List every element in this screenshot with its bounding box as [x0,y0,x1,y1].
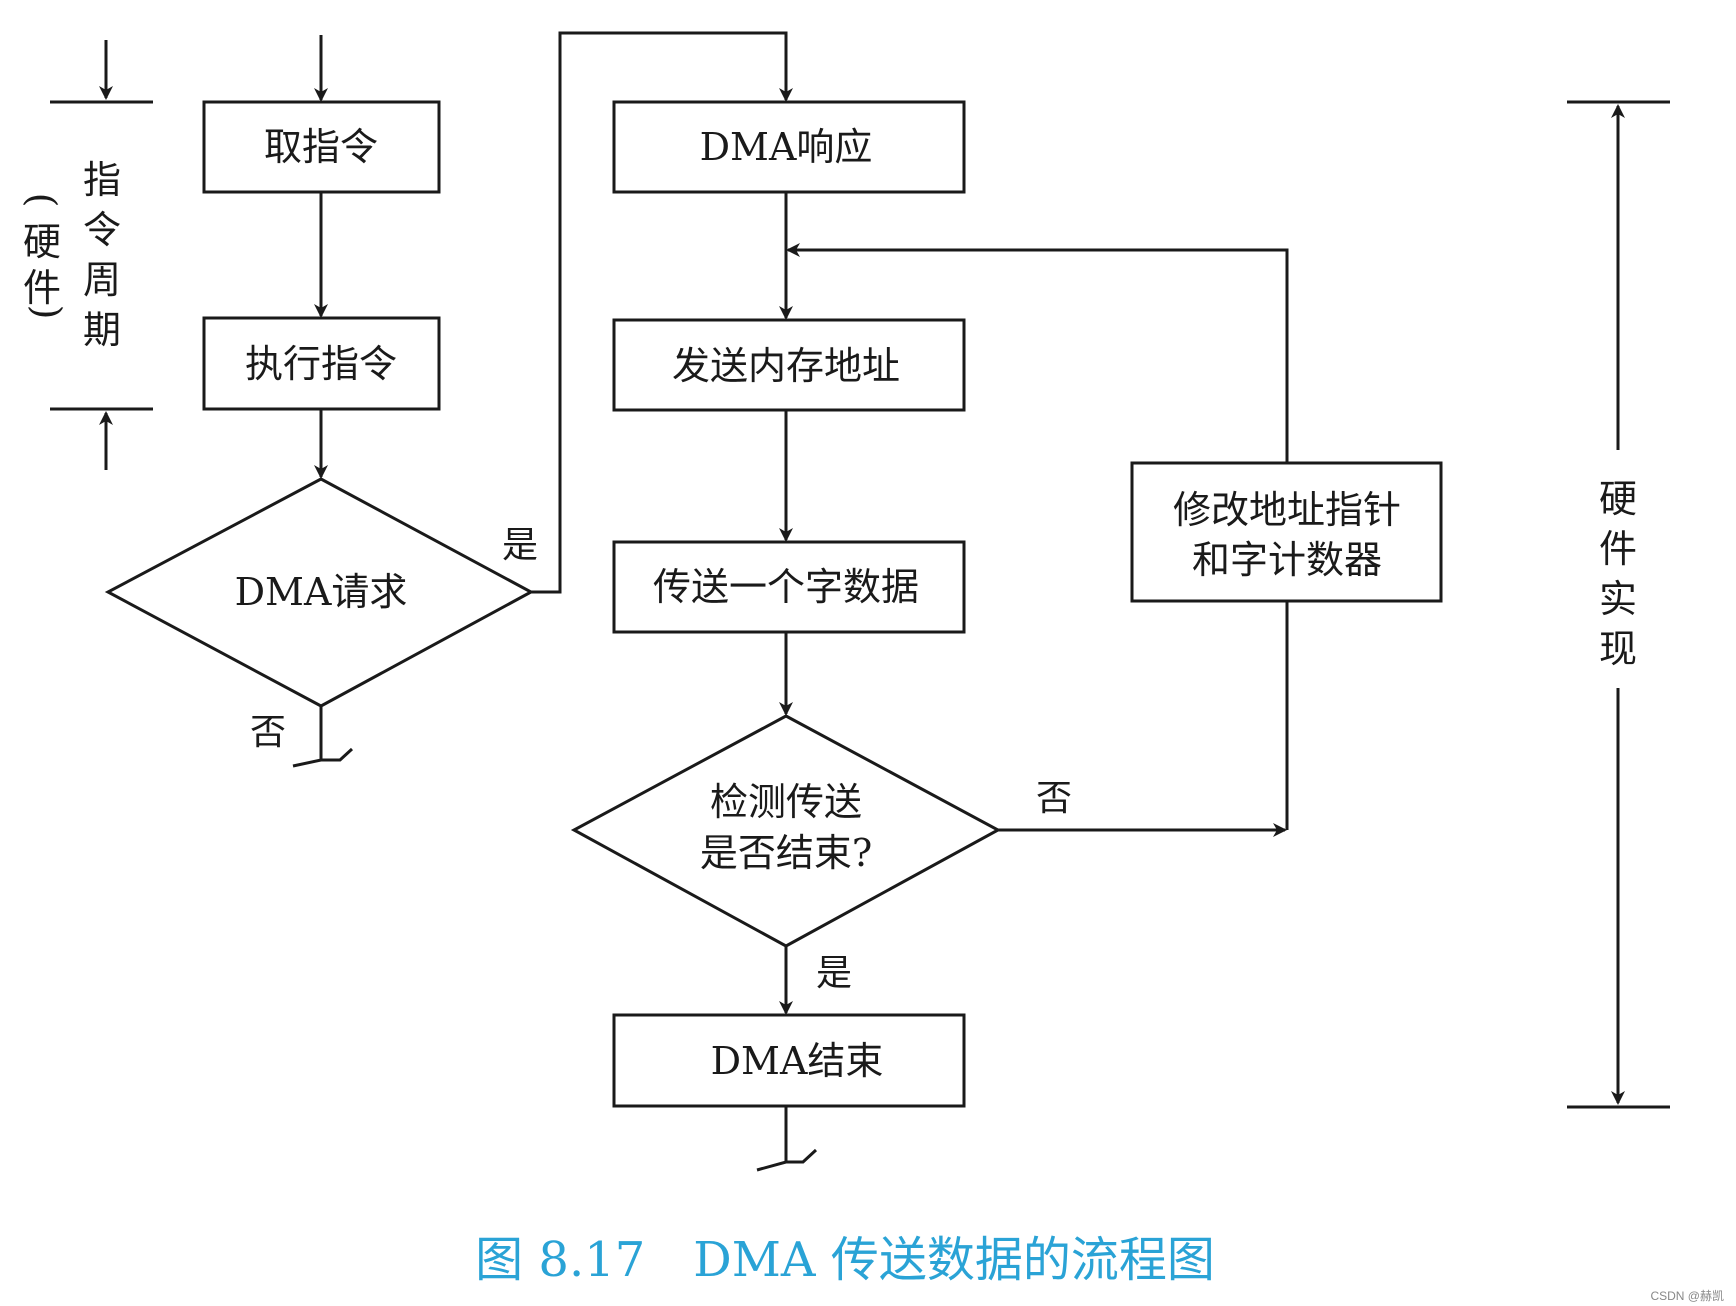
watermark: CSDN @赫凯 [1650,1289,1724,1303]
right-char-3: 实 [1599,577,1637,621]
transfer-word-label: 传送一个字数据 [653,565,919,609]
fetch-instruction-box [202,100,441,194]
hardware-char-1: ( [20,193,64,208]
hardware-char-4: ) [25,305,69,320]
dma-response-label: DMA响应 [700,125,873,169]
check-no-label: 否 [1036,778,1072,819]
figure-caption: 图 8.17 DMA 传送数据的流程图 [475,1232,1215,1288]
hardware-implementation-bracket [1567,100,1670,1109]
request-no-break [292,747,354,768]
hardware-char-3: 件 [23,266,61,310]
end-exit-break [756,1148,818,1172]
send-address-box [612,318,966,412]
hardware-char-2: 硬 [23,220,61,264]
right-char-1: 硬 [1599,477,1637,521]
request-yes-label: 是 [502,525,538,566]
execute-instruction-box [202,316,441,411]
transfer-word-box [612,540,966,634]
cycle-char-3: 周 [83,258,121,302]
cycle-char-2: 令 [83,208,121,252]
dma-response-box [612,100,966,194]
dma-request-label: DMA请求 [235,570,408,614]
right-char-4: 现 [1599,627,1637,671]
dma-end-label: DMA结束 [711,1039,884,1083]
execute-instruction-label: 执行指令 [245,342,397,386]
cycle-char-1: 指 [83,158,121,202]
modify-pointer-box [1130,461,1443,603]
check-transfer-label-line1: 检测传送 [710,780,862,824]
right-char-2: 件 [1599,527,1637,571]
dma-end-box [612,1013,966,1108]
check-transfer-label-line2: 是否结束? [700,831,872,875]
request-yes-line [531,31,793,594]
modify-pointer-label-line1: 修改地址指针 [1173,488,1401,532]
request-no-label: 否 [250,712,286,753]
cycle-char-4: 期 [83,308,121,352]
modify-pointer-label-line2: 和字计数器 [1192,538,1382,582]
fetch-instruction-label: 取指令 [264,125,378,169]
instruction-cycle-bracket [50,40,153,470]
loop-back-arrow [786,243,1289,463]
check-yes-label: 是 [816,953,852,994]
send-address-label: 发送内存地址 [672,344,900,388]
